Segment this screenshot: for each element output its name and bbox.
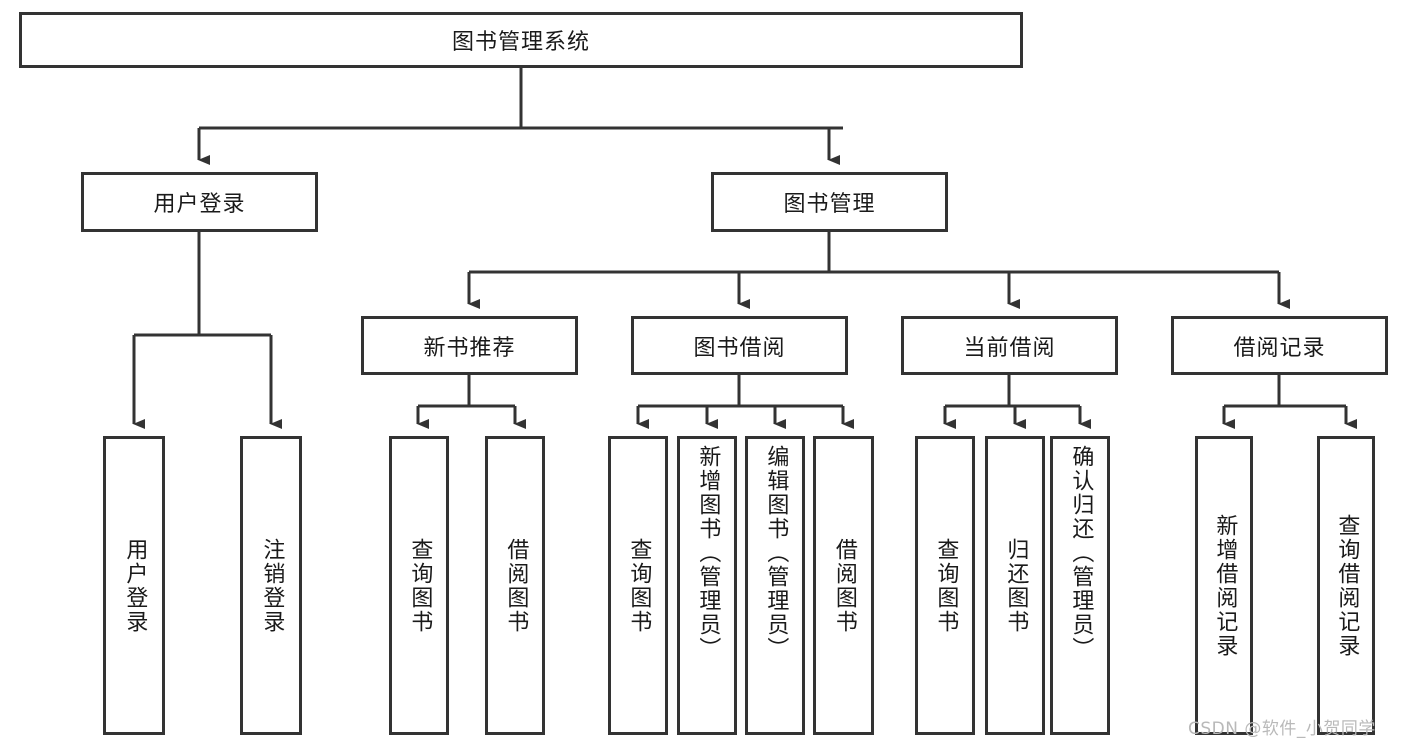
leaf-confirm-return[interactable]: 确认归还（管理员） [1050, 436, 1110, 735]
node-new-book-recommend[interactable]: 新书推荐 [361, 316, 578, 375]
node-root-label: 图书管理系统 [451, 30, 590, 55]
leaf-confirm-return-label: 确认归还（管理员） [1068, 445, 1094, 661]
node-current-borrow[interactable]: 当前借阅 [901, 316, 1118, 375]
node-book-borrow[interactable]: 图书借阅 [631, 316, 848, 375]
leaf-borrow-book[interactable]: 借阅图书 [813, 436, 874, 735]
leaf-return-book[interactable]: 归还图书 [985, 436, 1045, 735]
leaf-query-book-recommend-label: 查询图书 [407, 537, 433, 634]
leaf-edit-book[interactable]: 编辑图书（管理员） [745, 436, 805, 735]
leaf-borrow-book-recommend[interactable]: 借阅图书 [485, 436, 545, 735]
leaf-user-login[interactable]: 用户登录 [103, 436, 165, 735]
leaf-add-book[interactable]: 新增图书（管理员） [677, 436, 737, 735]
leaf-query-book-borrow[interactable]: 查询图书 [608, 436, 668, 735]
node-root[interactable]: 图书管理系统 [19, 12, 1023, 68]
leaf-edit-book-label: 编辑图书（管理员） [763, 445, 789, 661]
node-new-book-recommend-label: 新书推荐 [423, 335, 516, 361]
node-user-login-label: 用户登录 [153, 192, 246, 217]
node-book-manage[interactable]: 图书管理 [711, 172, 948, 232]
node-borrow-record[interactable]: 借阅记录 [1171, 316, 1388, 375]
leaf-user-login-label: 用户登录 [122, 537, 148, 634]
leaf-query-book-current-label: 查询图书 [933, 537, 959, 634]
node-user-login[interactable]: 用户登录 [81, 172, 318, 232]
leaf-return-book-label: 归还图书 [1003, 537, 1029, 634]
leaf-query-borrow-record[interactable]: 查询借阅记录 [1317, 436, 1375, 735]
leaf-add-borrow-record[interactable]: 新增借阅记录 [1195, 436, 1253, 735]
leaf-query-borrow-record-label: 查询借阅记录 [1334, 513, 1360, 658]
leaf-borrow-book-label: 借阅图书 [831, 537, 857, 634]
leaf-query-book-current[interactable]: 查询图书 [915, 436, 975, 735]
node-borrow-record-label: 借阅记录 [1233, 335, 1326, 361]
node-current-borrow-label: 当前借阅 [963, 335, 1056, 361]
leaf-borrow-book-recommend-label: 借阅图书 [503, 537, 529, 634]
leaf-user-logout[interactable]: 注销登录 [240, 436, 302, 735]
leaf-user-logout-label: 注销登录 [259, 537, 285, 634]
leaf-add-book-label: 新增图书（管理员） [695, 445, 721, 661]
leaf-query-book-borrow-label: 查询图书 [626, 537, 652, 634]
watermark: CSDN @软件_小贺同学 [1188, 719, 1376, 739]
leaf-add-borrow-record-label: 新增借阅记录 [1212, 513, 1238, 658]
leaf-query-book-recommend[interactable]: 查询图书 [389, 436, 449, 735]
node-book-manage-label: 图书管理 [783, 192, 876, 217]
node-book-borrow-label: 图书借阅 [693, 335, 786, 361]
